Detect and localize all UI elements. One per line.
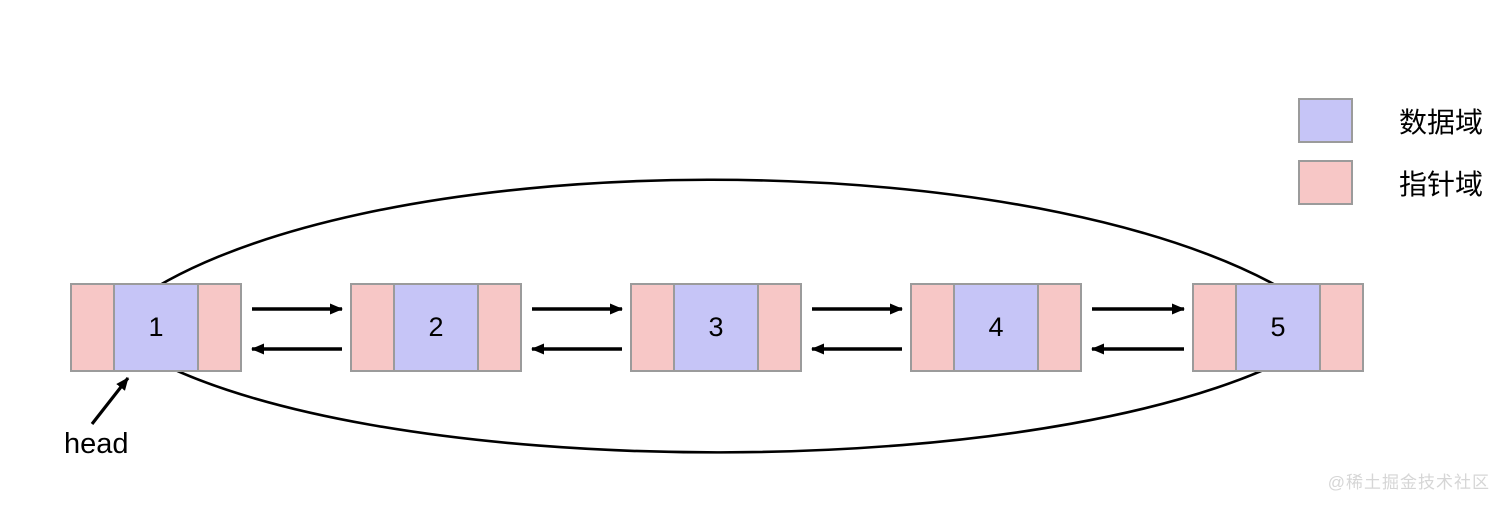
node-1-prev-pointer-cell: [70, 283, 115, 372]
legend-item-data-field: 数据域: [1298, 98, 1483, 143]
legend-swatch-pointer-field: [1298, 160, 1353, 205]
node-3-data-cell: 3: [673, 283, 759, 372]
list-node-1[interactable]: 1: [70, 283, 242, 372]
node-3-prev-pointer-cell: [630, 283, 675, 372]
node-2-prev-pointer-cell: [350, 283, 395, 372]
list-node-3[interactable]: 3: [630, 283, 802, 372]
circular-curve-top: [114, 178, 1319, 317]
list-node-5[interactable]: 5: [1192, 283, 1364, 372]
node-5-next-pointer-cell: [1319, 283, 1364, 372]
circular-curve-bottom: [121, 336, 1324, 454]
legend-item-pointer-field: 指针域: [1298, 160, 1483, 205]
node-2-value: 2: [428, 312, 444, 342]
node-5-value: 5: [1270, 312, 1286, 342]
node-3-value: 3: [708, 312, 724, 342]
node-2-data-cell: 2: [393, 283, 479, 372]
node-4-next-pointer-cell: [1037, 283, 1082, 372]
node-1-value: 1: [148, 312, 164, 342]
node-1-next-pointer-cell: [197, 283, 242, 372]
head-pointer-arrow: [90, 377, 130, 425]
node-3-next-pointer-cell: [757, 283, 802, 372]
node-4-prev-pointer-cell: [910, 283, 955, 372]
watermark: @稀土掘金技术社区: [1327, 473, 1490, 492]
node-4-value: 4: [988, 312, 1004, 342]
node-2-next-pointer-cell: [477, 283, 522, 372]
node-5-prev-pointer-cell: [1192, 283, 1237, 372]
node-5-data-cell: 5: [1235, 283, 1321, 372]
head-label: head: [64, 428, 129, 460]
node-4-data-cell: 4: [953, 283, 1039, 372]
list-node-2[interactable]: 2: [350, 283, 522, 372]
list-node-4[interactable]: 4: [910, 283, 1082, 372]
legend-label-pointer-field: 指针域: [1399, 168, 1484, 200]
legend-label-data-field: 数据域: [1399, 106, 1484, 138]
node-1-data-cell: 1: [113, 283, 199, 372]
legend-swatch-data-field: [1298, 98, 1353, 143]
